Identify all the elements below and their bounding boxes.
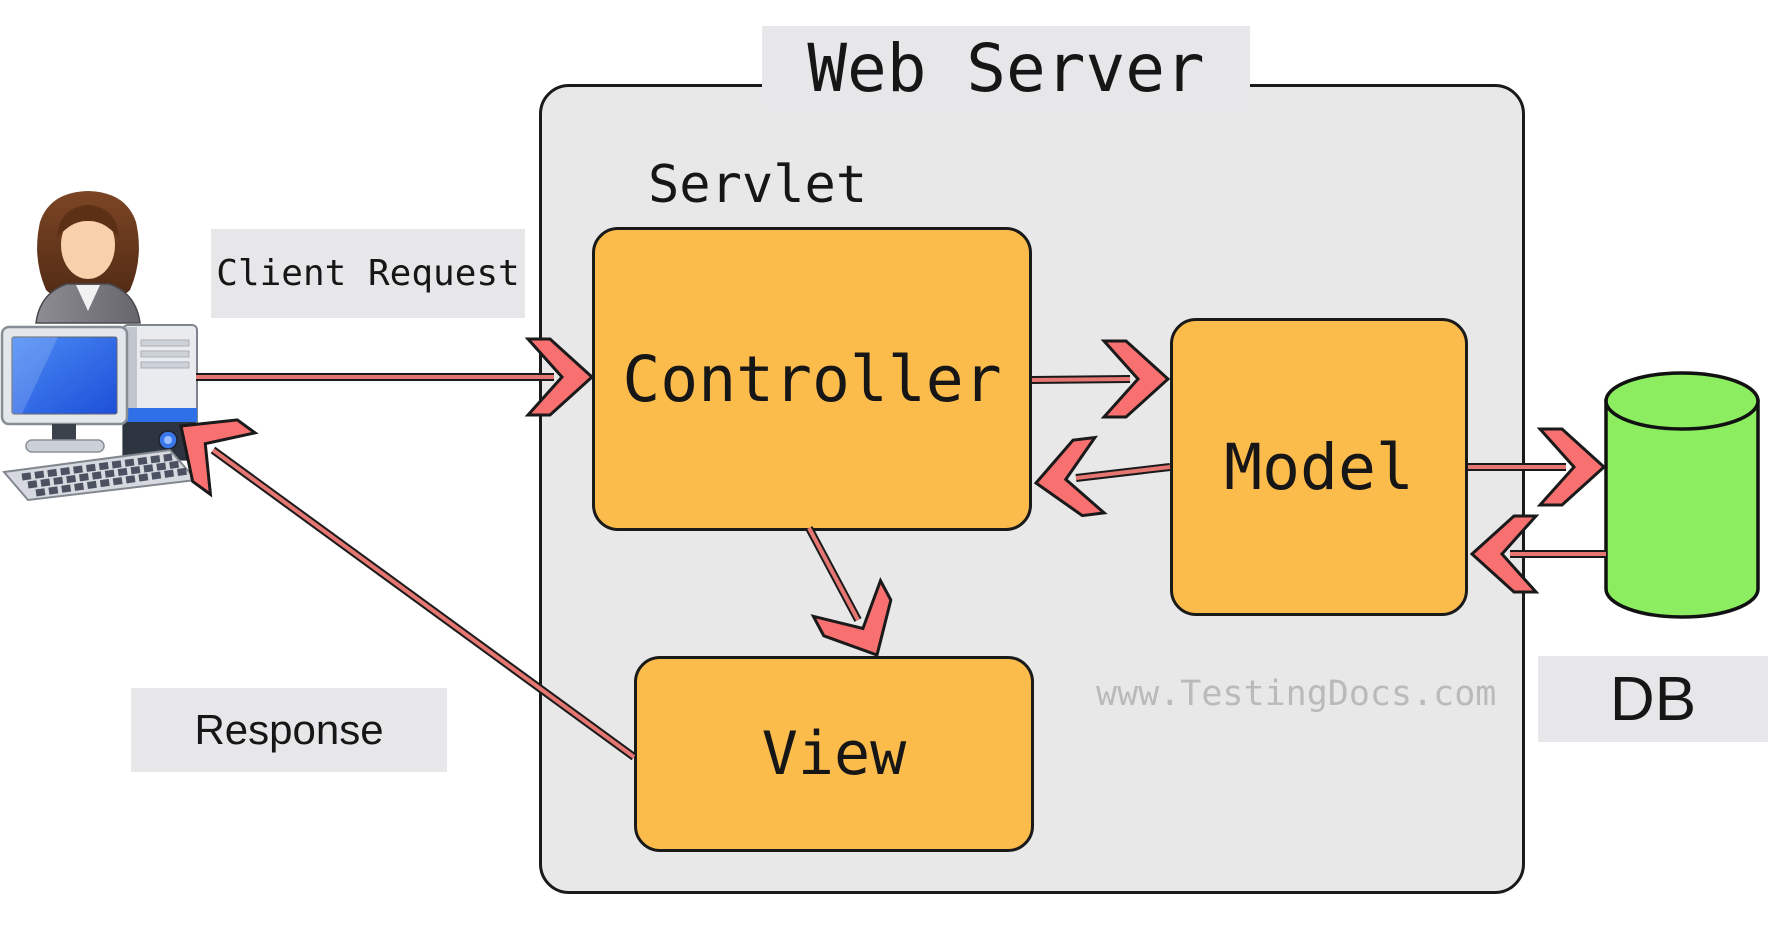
- db-label: DB: [1538, 656, 1768, 742]
- controller-node: Controller: [592, 227, 1032, 531]
- model-node: Model: [1170, 318, 1468, 616]
- servlet-label: Servlet: [648, 155, 868, 215]
- view-node: View: [634, 656, 1034, 852]
- web-server-title: Web Server: [762, 26, 1250, 110]
- response-label: Response: [131, 688, 447, 772]
- desktop-computer-icon: [0, 324, 198, 502]
- database-icon: [1604, 371, 1760, 619]
- watermark-text: www.TestingDocs.com: [1096, 674, 1497, 714]
- user-icon: [35, 191, 141, 324]
- client-request-label: Client Request: [211, 229, 525, 318]
- arrow-client-to-controller: [196, 337, 594, 417]
